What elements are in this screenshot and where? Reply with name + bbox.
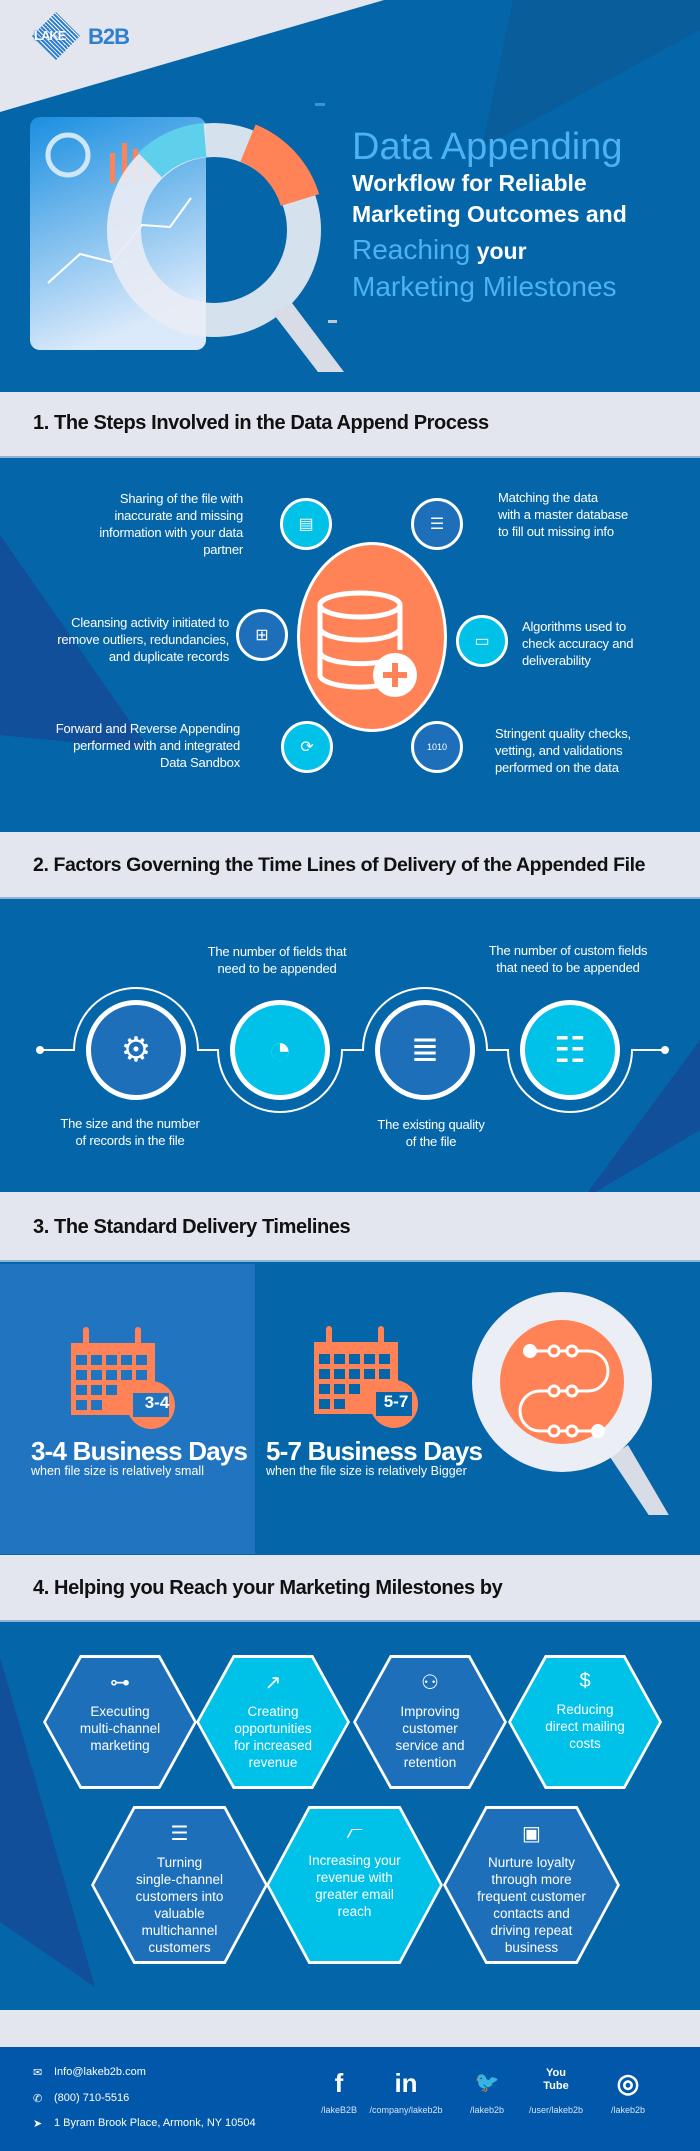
footer-address: 1 Byram Brook Place, Armonk, NY 10504 bbox=[54, 2117, 256, 2129]
logo-text-lake: LAKE bbox=[34, 28, 66, 43]
step-text: Algorithms used to check accuracy and de… bbox=[522, 619, 634, 668]
hero-title-line: Marketing Milestones bbox=[352, 271, 617, 302]
dollar-icon: $ bbox=[579, 1670, 591, 1692]
hero-title-line: Marketing Outcomes and bbox=[352, 201, 627, 227]
section-4-header: 4. Helping you Reach your Marketing Mile… bbox=[0, 1555, 700, 1622]
calendar-icon bbox=[71, 1327, 175, 1429]
social-youtube[interactable]: You Tube/user/lakeb2b bbox=[516, 2067, 596, 2115]
social-handle: /user/lakeb2b bbox=[528, 2105, 584, 2115]
hero-title: Data Appending Workflow for Reliable Mar… bbox=[352, 128, 627, 301]
factor-text: The size and the number of records in th… bbox=[60, 1116, 200, 1148]
timeline-title: 3-4 Business Days bbox=[31, 1436, 248, 1466]
factor-text: The existing quality of the file bbox=[377, 1117, 485, 1149]
section-title: 3. The Standard Delivery Timelines bbox=[33, 1216, 351, 1238]
network-icon: ⊞ bbox=[236, 609, 288, 661]
phone-icon: ✆ bbox=[33, 2093, 43, 2105]
milestone-text: Executing multi-channel marketing bbox=[79, 1704, 161, 1753]
milestone-text: Increasing your revenue with greater ema… bbox=[308, 1853, 401, 1919]
facebook-icon: f bbox=[334, 2068, 344, 2098]
hero-title-line: your bbox=[470, 238, 527, 264]
instagram-icon: ◎ bbox=[616, 2068, 640, 2098]
footer-phone[interactable]: (800) 710-5516 bbox=[54, 2092, 130, 2104]
factor-text: The number of fields that need to be app… bbox=[207, 944, 347, 976]
calendar-icon bbox=[314, 1326, 418, 1428]
badge-3-4: 3-4 bbox=[144, 1393, 170, 1412]
hierarchy-icon: ⊶ bbox=[110, 1672, 130, 1694]
layers-icon: ☰ bbox=[170, 1823, 189, 1845]
social-facebook[interactable]: f/lakeB2B bbox=[299, 2067, 379, 2115]
database-badge-icon: ≣ bbox=[375, 1000, 475, 1100]
decorative-triangle bbox=[0, 1657, 95, 1987]
section-1-header: 1. The Steps Involved in the Data Append… bbox=[0, 392, 700, 458]
hero-title-highlight: Reaching bbox=[352, 234, 471, 265]
milestone-hex: ↗ Creating opportunities for increased re… bbox=[196, 1655, 350, 1789]
section-2-header: 2. Factors Governing the Time Lines of D… bbox=[0, 832, 700, 899]
footer: ✉ Info@lakeb2b.com ✆ (800) 710-5516 ➤ 1 … bbox=[0, 2047, 700, 2151]
timeline-subtitle: when the file size is relatively Bigger bbox=[266, 1464, 467, 1478]
spacer-band bbox=[0, 2010, 700, 2047]
pie-magnifier-icon: ◔ bbox=[230, 1000, 330, 1100]
document-gear-icon: ⚙ bbox=[86, 1000, 186, 1100]
timeline-graphic bbox=[36, 987, 700, 1192]
timeline-title: 5-7 Business Days bbox=[266, 1436, 483, 1466]
social-handle: /lakeB2B bbox=[320, 2105, 358, 2115]
timeline-subtitle: when file size is relatively small bbox=[31, 1464, 204, 1478]
milestone-hex: ▣ Nurture loyalty through more frequent c… bbox=[443, 1806, 620, 1964]
hero-title-line: Workflow for Reliable bbox=[352, 170, 587, 196]
social-linkedin[interactable]: in/company/lakeb2b bbox=[366, 2067, 446, 2115]
file-share-icon: ▤ bbox=[280, 498, 332, 550]
contact-card-icon: ▣ bbox=[522, 1823, 541, 1845]
cabinet-icon: ☷ bbox=[520, 1000, 620, 1100]
email-icon: ✉ bbox=[33, 2067, 43, 2079]
server-icon: ☰ bbox=[411, 498, 463, 550]
milestone-hex: ⊶ Executing multi-channel marketing bbox=[43, 1655, 197, 1789]
hero-title-line: Data Appending bbox=[352, 126, 623, 168]
center-database-icon bbox=[297, 542, 447, 732]
laptop-shield-icon: ▭ bbox=[456, 615, 508, 667]
step-text: Matching the data with a master database… bbox=[498, 490, 629, 539]
growth-chart-icon: ↗ bbox=[264, 1672, 282, 1694]
badge-5-7: 5-7 bbox=[383, 1392, 409, 1411]
section-title: 2. Factors Governing the Time Lines of D… bbox=[33, 854, 646, 876]
social-instagram[interactable]: ◎ /lakeb2b bbox=[588, 2067, 668, 2115]
milestone-text: Improving customer service and retention bbox=[395, 1704, 465, 1770]
binary-search-icon: 1010 bbox=[411, 721, 463, 773]
twitter-icon: 🐦 bbox=[474, 2072, 500, 2094]
social-handle: /lakeb2b bbox=[610, 2105, 646, 2115]
milestone-hex: ⚇ Improving customer service and retentio… bbox=[353, 1655, 507, 1789]
section-title: 1. The Steps Involved in the Data Append… bbox=[33, 412, 489, 434]
milestone-text: Turning single-channel customers into va… bbox=[135, 1855, 224, 1955]
location-icon: ➤ bbox=[33, 2118, 43, 2130]
logo-text-b2b: B2B bbox=[88, 24, 130, 49]
user-add-icon: ⚇ bbox=[421, 1672, 439, 1694]
hero-background bbox=[0, 0, 700, 372]
factor-text: The number of custom fields that need to… bbox=[488, 943, 648, 975]
linkedin-icon: in bbox=[394, 2068, 418, 2098]
milestone-text: Reducing direct mailing costs bbox=[545, 1702, 625, 1751]
milestone-text: Nurture loyalty through more frequent cu… bbox=[477, 1855, 586, 1955]
milestone-text: Creating opportunities for increased rev… bbox=[233, 1704, 313, 1770]
decorative-triangle bbox=[0, 535, 150, 750]
logo-diamond: LAKE bbox=[31, 11, 81, 61]
line-chart-icon: ⦧ bbox=[346, 1821, 363, 1843]
milestone-hex: ⦧ Increasing your revenue with greater em… bbox=[266, 1806, 443, 1964]
milestone-hex: ☰ Turning single-channel customers into v… bbox=[91, 1806, 268, 1964]
social-handle: /lakeb2b bbox=[469, 2105, 505, 2115]
footer-email[interactable]: Info@lakeb2b.com bbox=[54, 2066, 146, 2078]
magnifier-roadmap-icon bbox=[472, 1292, 669, 1515]
folder-sync-icon: ⟳ bbox=[281, 721, 333, 773]
social-handle: /company/lakeb2b bbox=[369, 2105, 443, 2115]
youtube-icon: You Tube bbox=[543, 2067, 569, 2092]
step-text: Sharing of the file with inaccurate and … bbox=[99, 491, 243, 557]
step-text: Stringent quality checks, vetting, and v… bbox=[495, 726, 631, 775]
section-title: 4. Helping you Reach your Marketing Mile… bbox=[33, 1577, 503, 1599]
milestone-hex: $ Reducing direct mailing costs bbox=[508, 1655, 662, 1789]
step-text: Forward and Reverse Appending performed … bbox=[55, 721, 240, 770]
step-text: Cleansing activity initiated to remove o… bbox=[57, 615, 229, 664]
social-twitter[interactable]: 🐦 /lakeb2b bbox=[447, 2067, 527, 2115]
section-3-header: 3. The Standard Delivery Timelines bbox=[0, 1192, 700, 1262]
